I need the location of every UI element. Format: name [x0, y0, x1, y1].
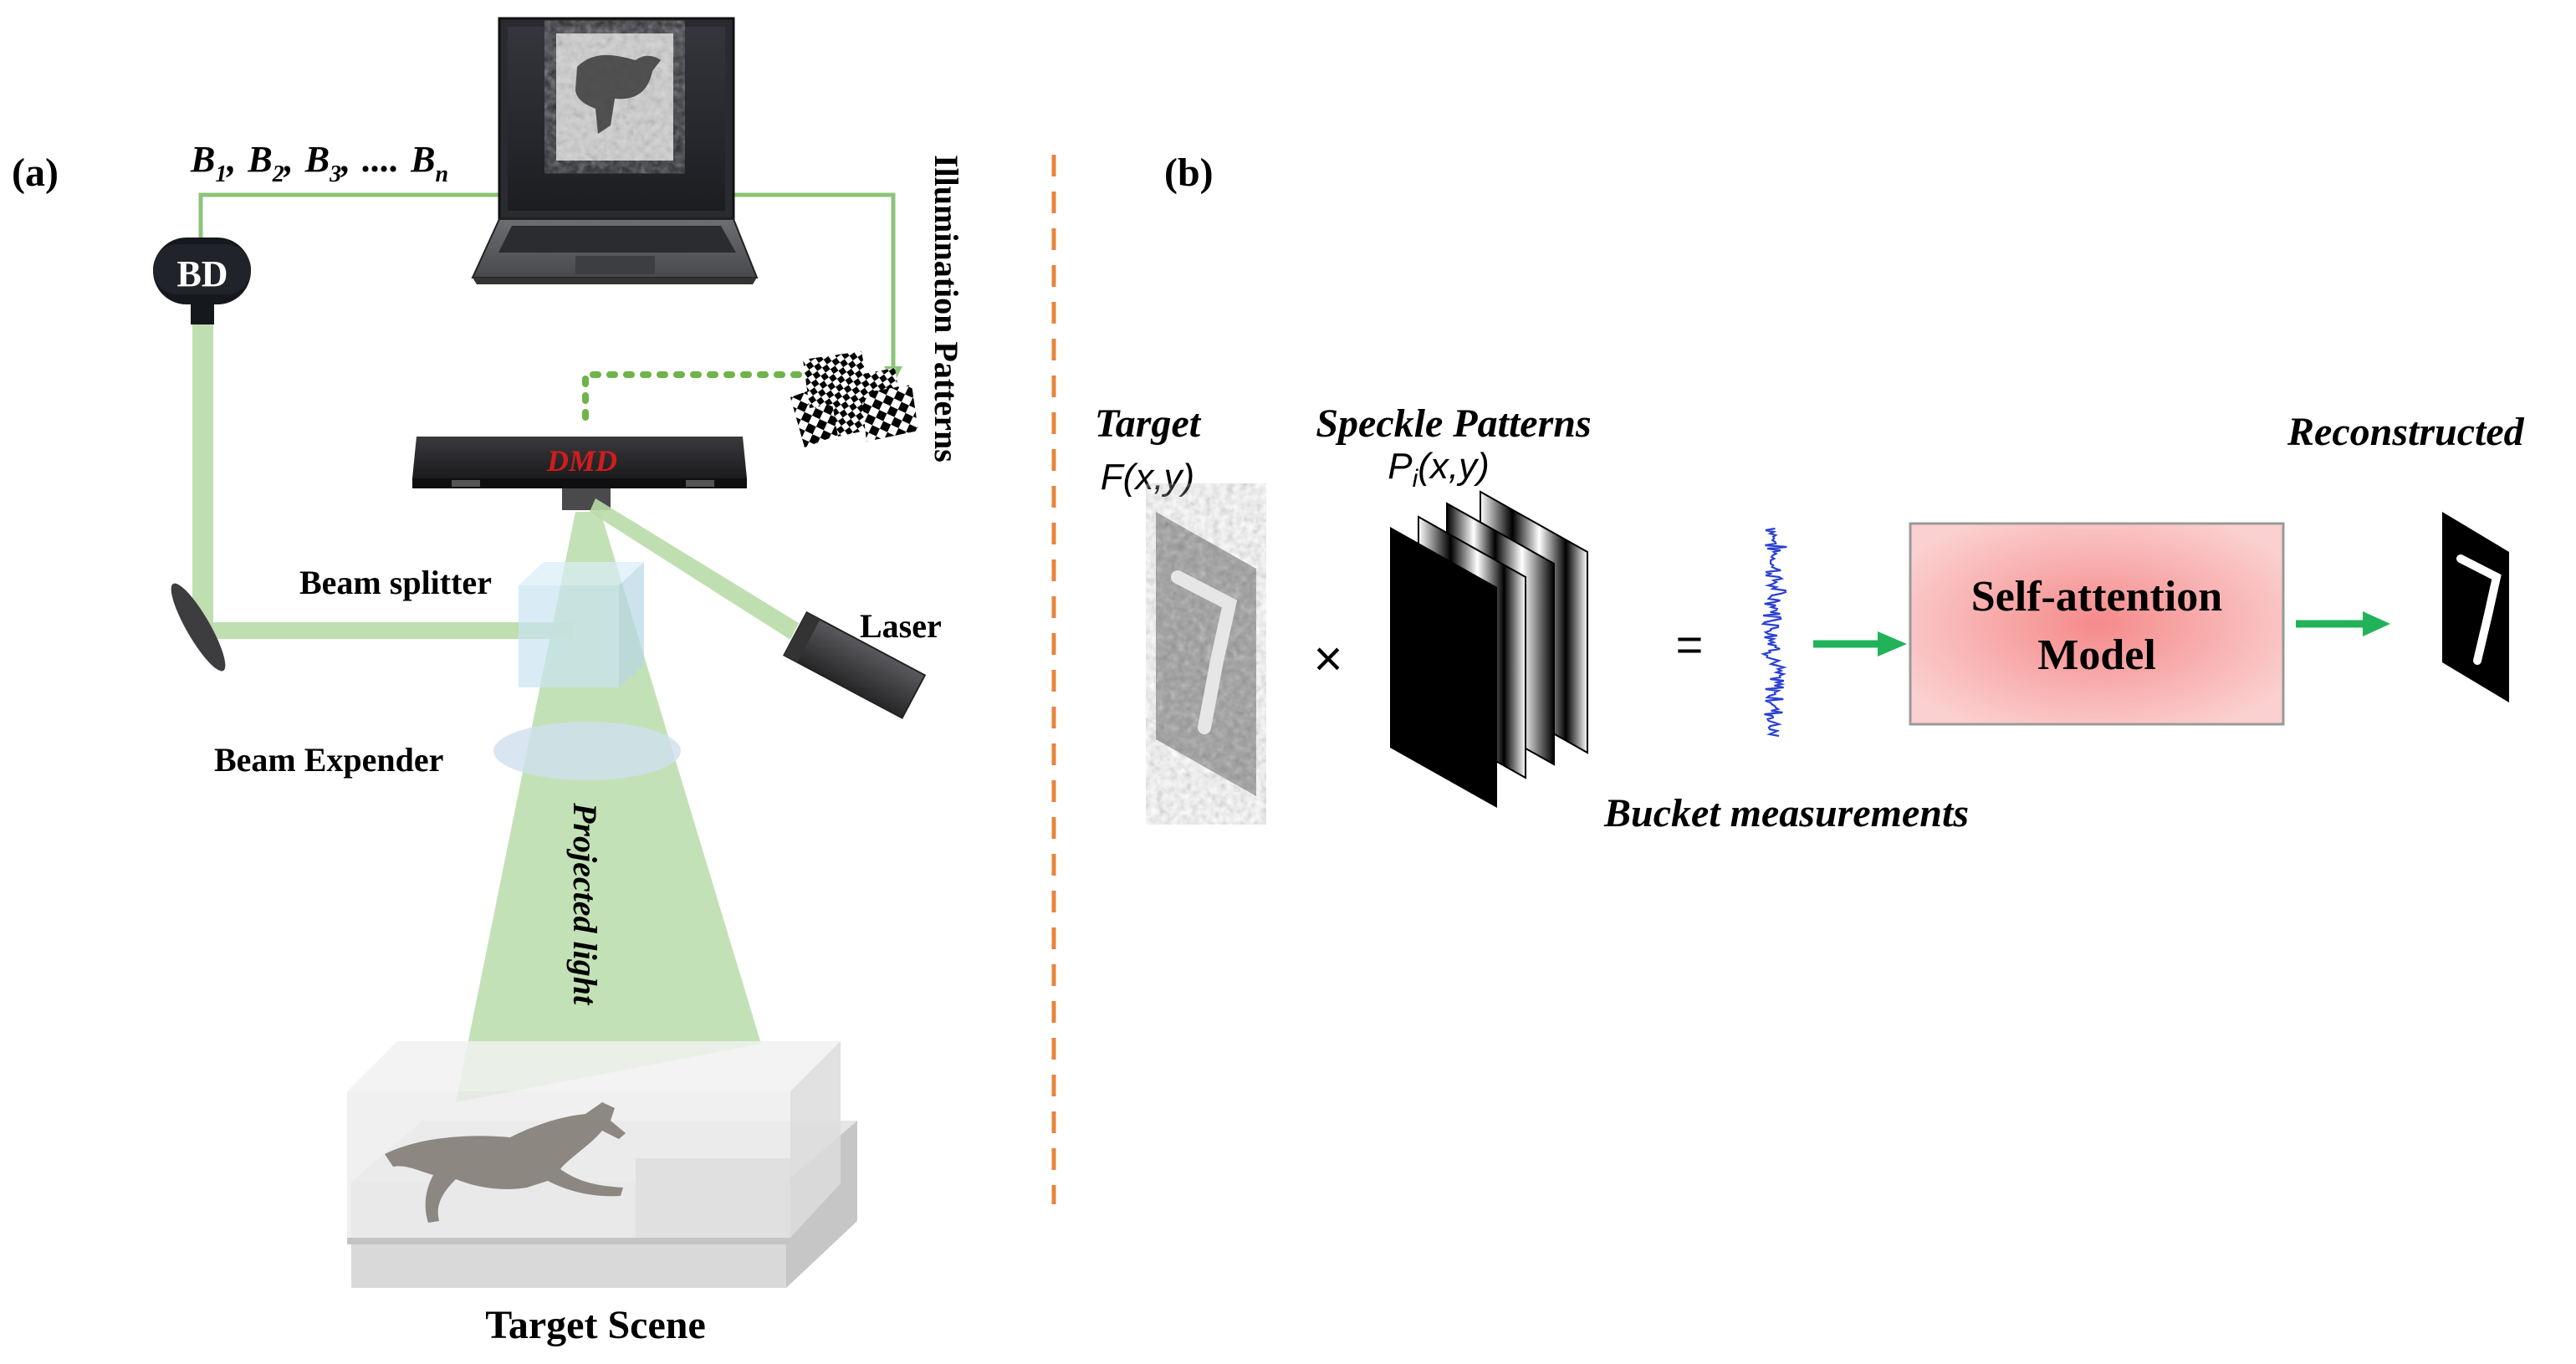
laser-label: Laser [860, 607, 942, 645]
return-beam-horizontal [192, 622, 573, 639]
model-label-line2: Model [2037, 631, 2156, 679]
laser-beam [590, 498, 799, 640]
speckle-function: Pi(x,y) [1388, 446, 1490, 493]
laptop-icon [471, 17, 759, 284]
bucket-signal-trace [1761, 527, 1787, 738]
bucket-signals-label: B1,B2,B3,....Bn [190, 139, 448, 187]
dmd-icon [412, 437, 747, 510]
model-label-line1: Self-attention [1971, 573, 2222, 621]
dmd-label: DMD [546, 444, 617, 478]
panel-a-label: (a) [12, 151, 59, 195]
target-function: F(x,y) [1101, 457, 1194, 498]
bucket-measurements-label: Bucket measurements [1603, 791, 1969, 835]
projected-light-label: Projected light [566, 802, 604, 1006]
horse-icon [385, 1102, 626, 1223]
signal-path [198, 192, 896, 368]
beam-expender-label: Beam Expender [214, 741, 443, 779]
panel-b-label: (b) [1164, 151, 1214, 195]
projected-light-cone [456, 512, 761, 1102]
illumination-patterns-label: Illumination Patterns [928, 155, 965, 462]
target-digit-image [1156, 512, 1256, 796]
arrow-to-output-icon [2363, 611, 2390, 636]
reconstructed-digit-image [2442, 512, 2509, 702]
reconstructed-label: Reconstructed [2287, 410, 2525, 454]
beam-splitter-label: Beam splitter [299, 564, 492, 601]
target-title: Target [1095, 401, 1202, 446]
beam-expander-lens-icon [493, 722, 681, 780]
times-symbol: × [1313, 631, 1342, 687]
illumination-patterns-icon [790, 351, 918, 447]
dotted-pattern-link [582, 371, 802, 426]
equals-symbol: = [1676, 618, 1704, 671]
speckle-pattern-stack [1390, 490, 1588, 808]
arrow-to-model-icon [1878, 631, 1907, 656]
bd-label: BD [176, 253, 227, 294]
bucket-detector-icon [153, 238, 251, 324]
self-attention-model-box [1909, 522, 2285, 726]
laser-icon [783, 610, 927, 719]
beam-splitter-icon [519, 562, 644, 687]
speckle-title: Speckle Patterns [1316, 401, 1591, 446]
target-scene-label: Target Scene [485, 1303, 706, 1347]
mirror-icon [171, 583, 226, 672]
return-beam-vertical [192, 324, 213, 634]
